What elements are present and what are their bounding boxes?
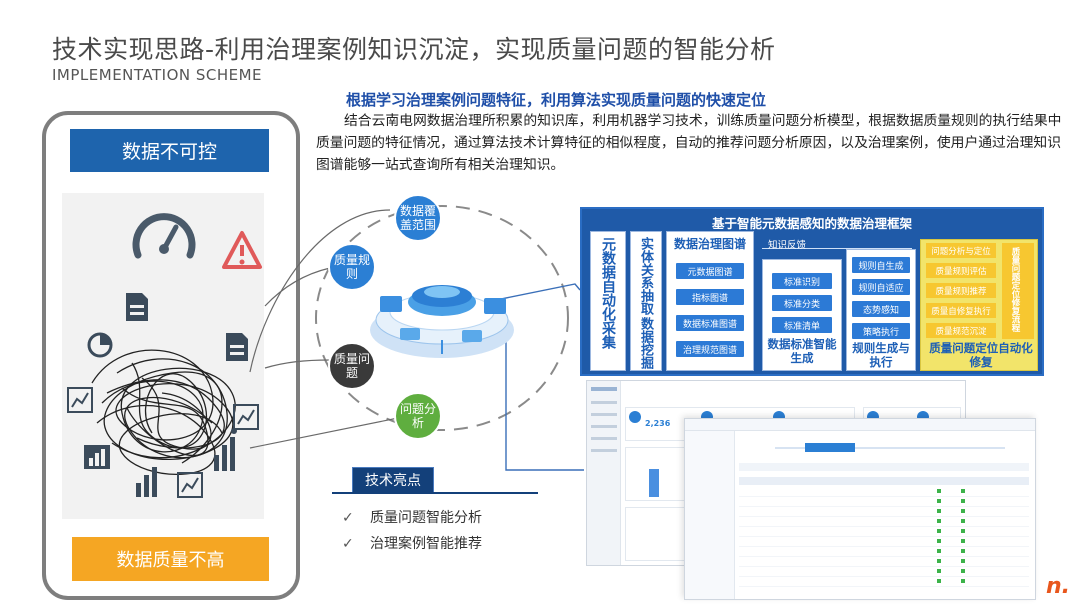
rules-node-label: 质量规则: [334, 253, 371, 281]
standard-item: 标准识别: [772, 273, 832, 289]
stat-value: 2,236: [645, 419, 671, 428]
feature-item: ✓治理案例智能推荐: [342, 536, 482, 552]
graph-item: 元数据图谱: [676, 263, 744, 279]
quality-item: 质量规则推荐: [926, 283, 996, 298]
table-filter: [739, 463, 1029, 471]
feature-item: ✓质量问题智能分析: [342, 510, 482, 526]
chaos-illustration: [62, 193, 264, 519]
chart-icon: [177, 472, 203, 498]
dashed-ring: [315, 205, 569, 431]
issues-node-label: 质量问题: [334, 352, 371, 380]
table-header: [739, 477, 1029, 485]
highlights-divider: [332, 492, 538, 494]
coverage-node: [394, 194, 442, 242]
bar-chart-icon: [84, 445, 110, 469]
check-icon: ✓: [342, 536, 354, 552]
highlights-label: 技术亮点: [352, 467, 434, 493]
corner-fragment: n.: [1046, 574, 1071, 599]
status-dots: [937, 489, 941, 589]
analysis-node-label: 问题分析: [400, 402, 437, 430]
quality-item: 问题分析与定位: [926, 243, 996, 258]
data-mining-label: 数据挖掘: [638, 317, 653, 369]
chart-icon: [233, 404, 259, 430]
arrow-line: [264, 267, 331, 307]
quality-side-box: [1002, 243, 1034, 339]
chart-icon: [67, 387, 93, 413]
rules-node: [328, 243, 376, 291]
graph-item: 数据标准图谱: [676, 315, 744, 331]
standard-item: 标准分类: [772, 295, 832, 311]
graph-title: 数据治理图谱: [673, 237, 746, 251]
chaos-svg: [62, 193, 264, 519]
rule-item: 策略执行: [852, 323, 910, 339]
metadata-collection-box: [590, 231, 626, 371]
feedback-label: 知识反馈: [768, 240, 807, 251]
rule-item: 规则自适应: [852, 279, 910, 295]
table-screenshot: [684, 418, 1036, 600]
bar-chart-icon: [136, 467, 157, 497]
rule-label: 规则生成与执行: [852, 341, 910, 369]
table-toolbar: [685, 419, 1035, 431]
analysis-node: [394, 392, 442, 440]
page-title: 技术实现思路-利用治理案例知识沉淀，实现质量问题的智能分析: [52, 35, 776, 64]
standard-label: 数据标准智能生成: [767, 337, 837, 365]
quality-item: 质量规范沉淀: [926, 323, 996, 338]
document-icon: [126, 293, 148, 321]
intro-paragraph: 结合云南电网数据治理所积累的知识库，利用机器学习技术，训练质量问题分析模型，根据…: [316, 113, 1062, 173]
table-sidebar: [685, 431, 735, 599]
chart-panel: [625, 507, 691, 561]
quality-label: 质量问题定位自动化修复: [929, 341, 1033, 369]
quality-item: 质量规则评估: [926, 263, 996, 278]
platform-illustration: [370, 285, 514, 358]
intro-heading: 根据学习治理案例问题特征，利用算法实现质量问题的快速定位: [346, 91, 767, 109]
stat-icon: [629, 411, 641, 423]
bar-mark: [649, 469, 659, 497]
quality-item: 质量自修复执行: [926, 303, 996, 318]
pie-icon: [87, 332, 113, 358]
entity-extraction-label: 实体关系抽取: [638, 237, 653, 315]
metadata-collection-label: 元数据自动化采集: [600, 237, 616, 349]
table-rows: [739, 487, 1029, 595]
bar-chart-icon: [214, 428, 237, 471]
connector-line: [495, 283, 581, 301]
graph-item: 指标图谱: [676, 289, 744, 305]
graph-item: 治理规范图谱: [676, 341, 744, 357]
standard-item: 标准清单: [772, 317, 832, 333]
check-icon: ✓: [342, 510, 354, 526]
governance-framework: 基于智能元数据感知的数据治理框架 元数据自动化采集 实体关系抽取 数据挖掘 数据…: [580, 207, 1044, 376]
progress-steps: [775, 443, 1005, 453]
low-quality-data-label: 数据质量不高: [72, 537, 269, 581]
dashboard-sidebar: [587, 381, 621, 565]
arrow-line: [249, 209, 391, 373]
arrow-line: [264, 359, 331, 369]
connector-line: [505, 332, 584, 471]
document-icon: [226, 333, 248, 361]
arrow-line: [249, 417, 399, 449]
coverage-node-label: 数据覆盖范围: [399, 204, 436, 232]
gauge-icon: [132, 213, 196, 259]
issues-node: [328, 342, 376, 390]
uncontrolled-data-label: 数据不可控: [70, 129, 269, 172]
extraction-box: [630, 231, 662, 371]
rule-item: 规则自生成: [852, 257, 910, 273]
tangled-lines: [91, 349, 236, 475]
warning-icon: [222, 231, 262, 269]
quality-side-label: 质量问题定位修复流程: [1010, 247, 1020, 332]
status-dots: [961, 489, 965, 589]
page-subtitle: IMPLEMENTATION SCHEME: [52, 66, 263, 84]
rule-item: 态势感知: [852, 301, 910, 317]
framework-title: 基于智能元数据感知的数据治理框架: [711, 216, 912, 231]
feedback-arrow: [762, 237, 912, 249]
